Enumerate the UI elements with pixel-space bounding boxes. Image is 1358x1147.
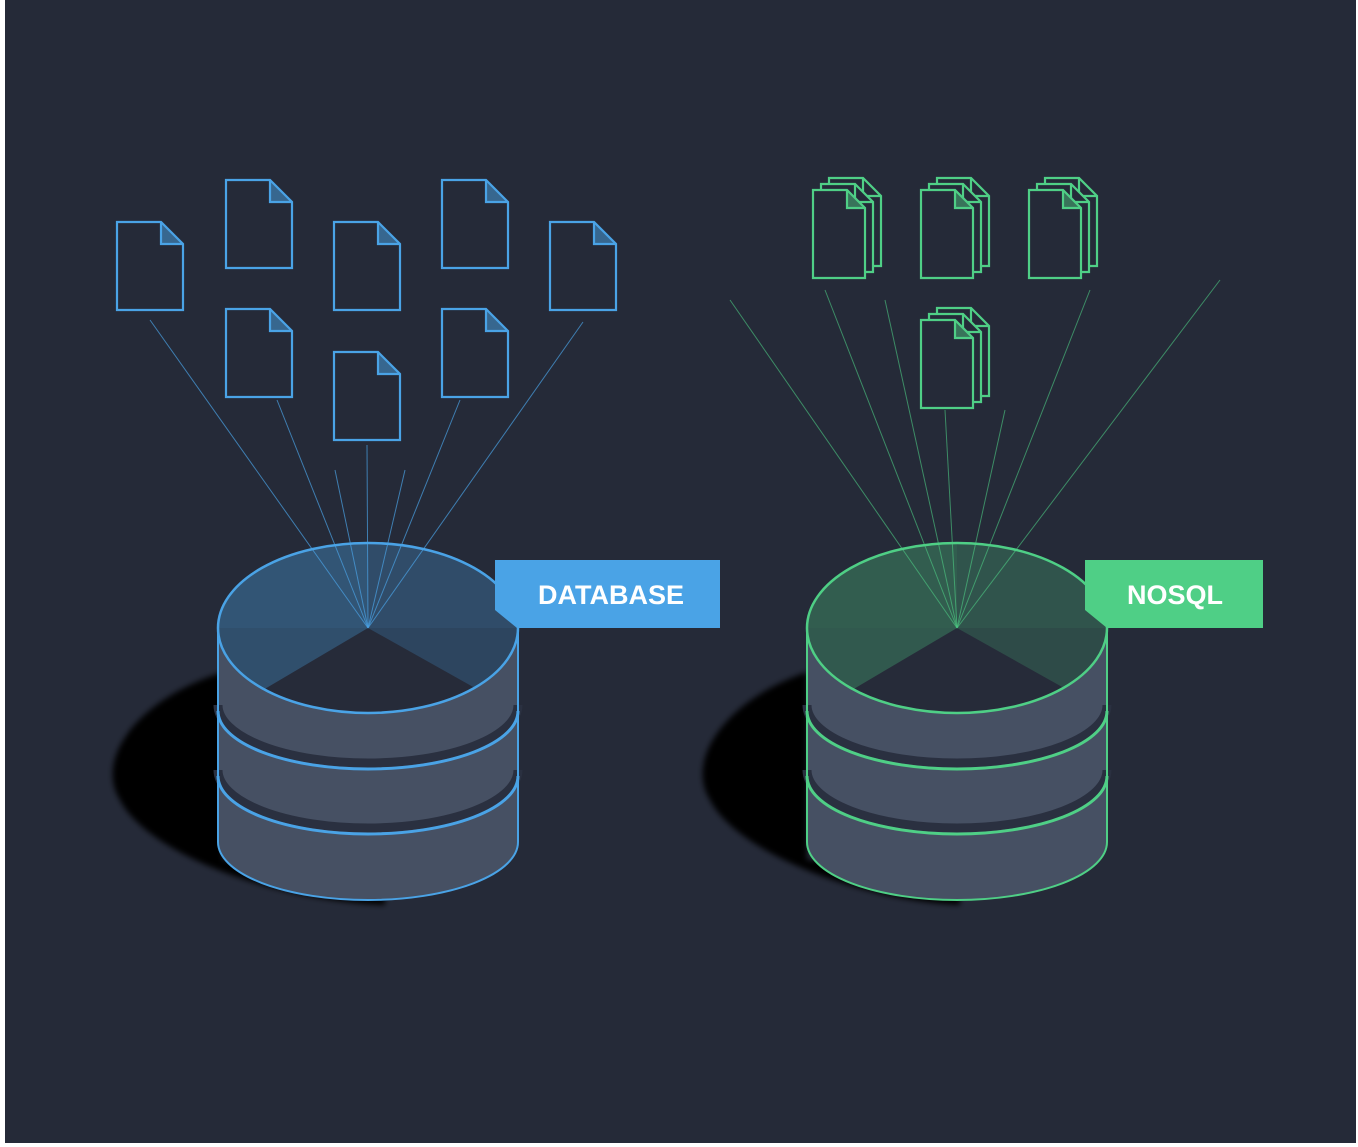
database-documents	[117, 180, 616, 440]
nosql-label: NOSQL	[1085, 560, 1263, 628]
stacked-files-icon	[1029, 178, 1097, 278]
nosql-cylinder-icon	[807, 543, 1107, 900]
file-icon	[226, 309, 292, 397]
file-icon	[226, 180, 292, 268]
nosql-label-text: NOSQL	[1127, 580, 1223, 610]
file-icon	[442, 309, 508, 397]
stacked-files-icon	[921, 308, 989, 408]
file-icon	[334, 222, 400, 310]
nosql-group: NOSQL	[703, 178, 1263, 905]
stacked-files-icon	[921, 178, 989, 278]
diagram-svg: DATABASE	[5, 0, 1356, 1143]
nosql-documents	[813, 178, 1097, 408]
file-icon	[117, 222, 183, 310]
file-icon	[334, 352, 400, 440]
database-label: DATABASE	[495, 560, 720, 628]
file-icon	[442, 180, 508, 268]
database-label-text: DATABASE	[538, 580, 684, 610]
diagram-canvas: DATABASE	[5, 0, 1356, 1143]
file-icon	[550, 222, 616, 310]
stacked-files-icon	[813, 178, 881, 278]
database-group: DATABASE	[113, 180, 720, 905]
